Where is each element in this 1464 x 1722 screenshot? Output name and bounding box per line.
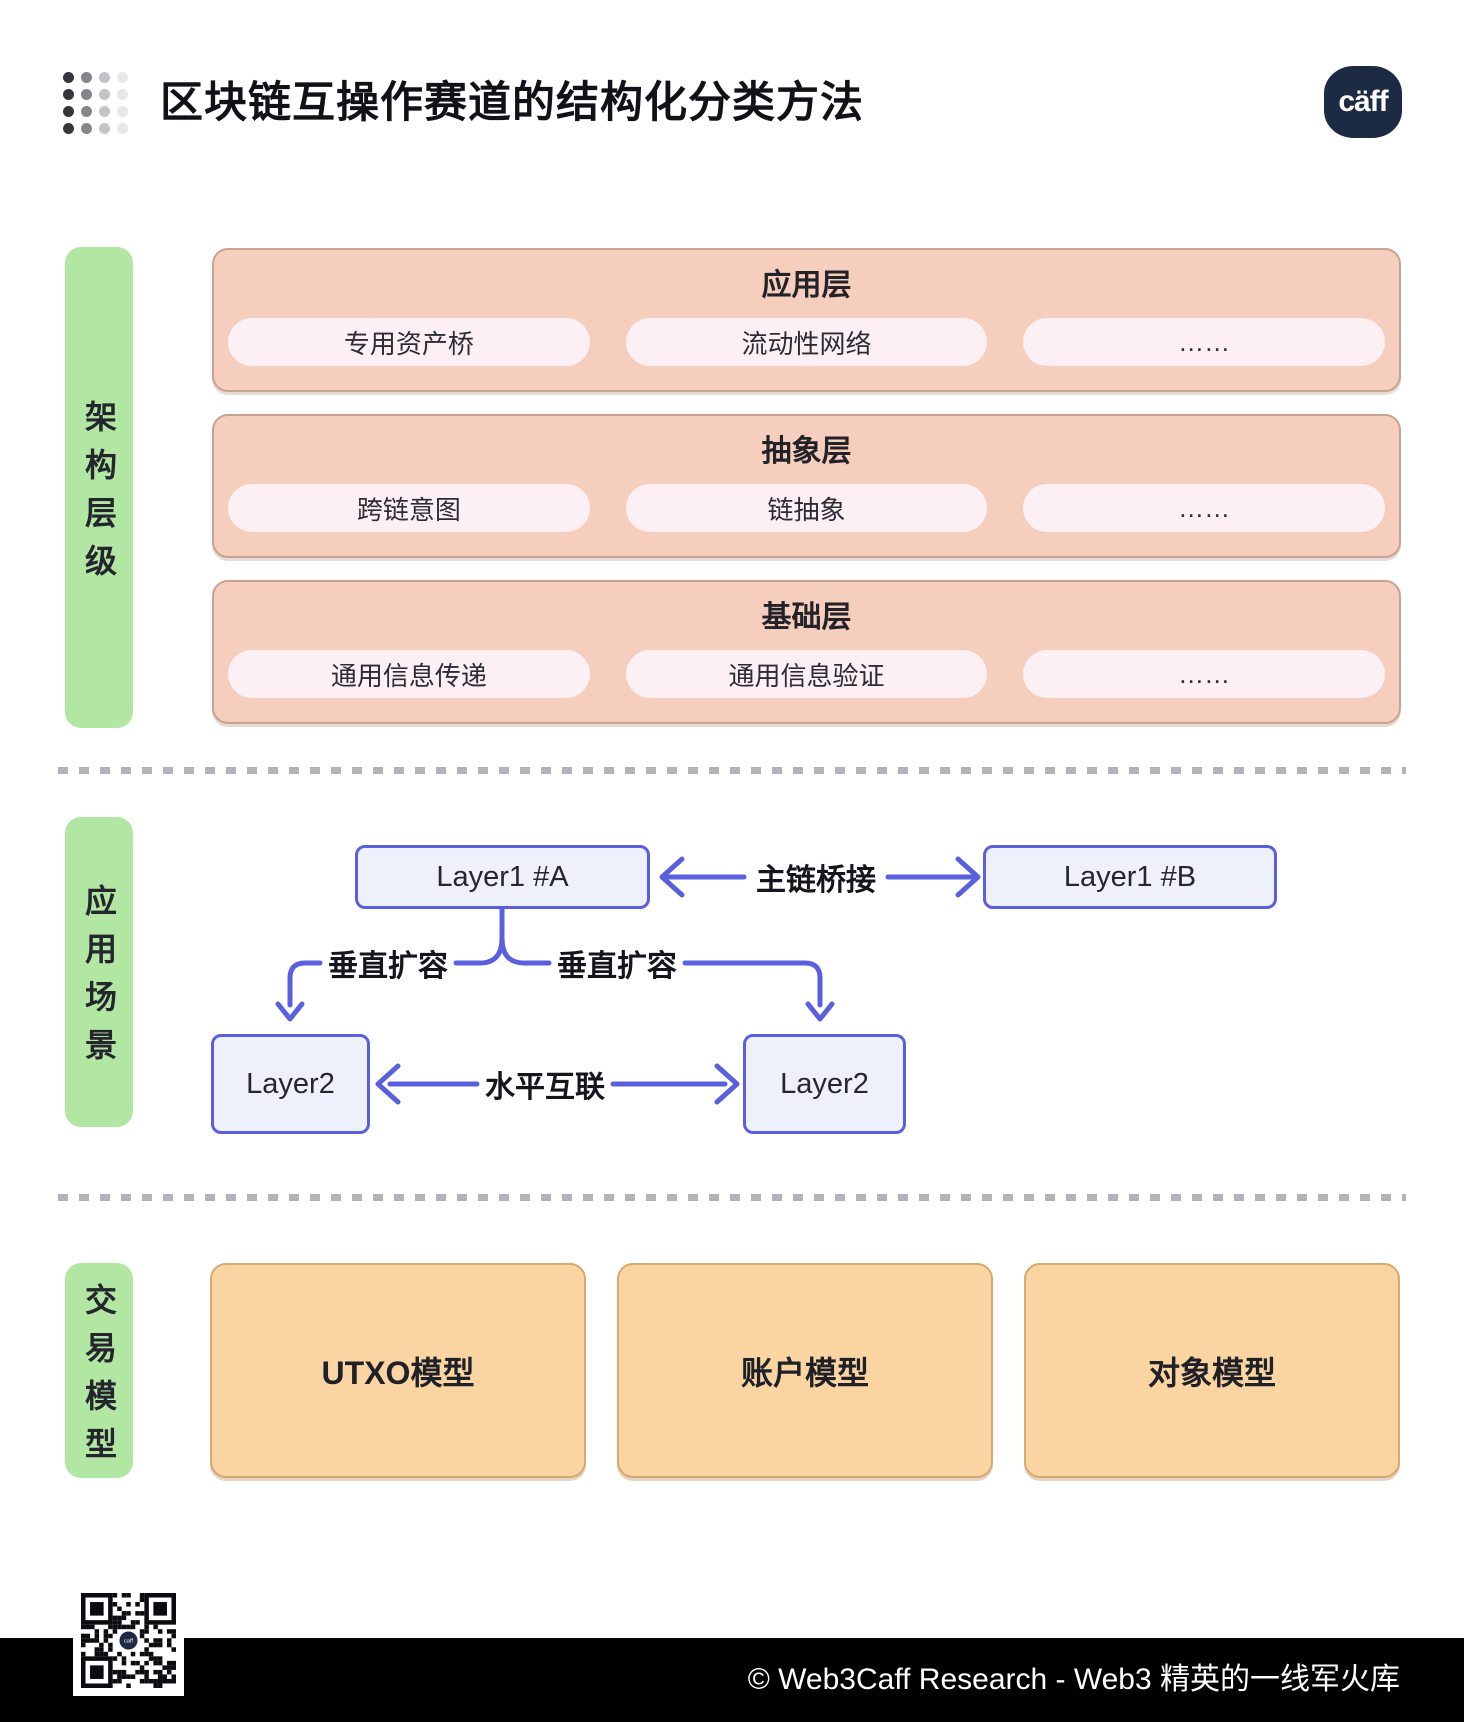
node-layer2-left: Layer2 xyxy=(211,1034,370,1134)
pill-item: 流动性网络 xyxy=(625,318,988,366)
section-label-architecture-text: 架构层级 xyxy=(81,399,117,592)
section-label-scenarios-text: 应用场景 xyxy=(81,884,117,1076)
model-box-account: 账户模型 xyxy=(617,1263,993,1478)
edge-label-bridge: 主链桥接 xyxy=(756,864,876,897)
footer-bar: © Web3Caff Research - Web3 精英的一线军火库 xyxy=(0,1638,1464,1722)
caff-logo: cäff xyxy=(1324,66,1402,138)
pill-item: 通用信息传递 xyxy=(228,650,590,698)
pill-item: …… xyxy=(1023,318,1386,366)
edge-label-vertical-left: 垂直扩容 xyxy=(328,950,448,983)
page-title: 区块链互操作赛道的结构化分类方法 xyxy=(160,79,864,127)
decorative-dots-icon xyxy=(63,72,128,134)
layer-title: 基础层 xyxy=(761,601,852,634)
pill-row: 专用资产桥 流动性网络 …… xyxy=(214,318,1399,366)
edge-label-horizontal: 水平互联 xyxy=(485,1071,605,1104)
section-label-models-text: 交易模型 xyxy=(81,1282,117,1475)
pill-item: 专用资产桥 xyxy=(228,318,590,366)
pill-row: 跨链意图 链抽象 …… xyxy=(214,484,1399,532)
layer-title: 应用层 xyxy=(761,269,852,302)
pill-item: 链抽象 xyxy=(625,484,988,532)
section-label-models: 交易模型 xyxy=(65,1263,133,1478)
layer-box-abstraction: 抽象层 跨链意图 链抽象 …… xyxy=(212,414,1401,558)
node-layer1-a: Layer1 #A xyxy=(355,845,650,909)
node-layer2-right: Layer2 xyxy=(743,1034,906,1134)
pill-item: 跨链意图 xyxy=(228,484,590,532)
pill-row: 通用信息传递 通用信息验证 …… xyxy=(214,650,1399,698)
dashed-divider xyxy=(58,1194,1406,1201)
section-label-scenarios: 应用场景 xyxy=(65,817,133,1127)
model-box-object: 对象模型 xyxy=(1024,1263,1400,1478)
pill-item: 通用信息验证 xyxy=(625,650,988,698)
qr-code: caff xyxy=(73,1585,184,1696)
pill-item: …… xyxy=(1023,650,1386,698)
layer-box-application: 应用层 专用资产桥 流动性网络 …… xyxy=(212,248,1401,392)
dashed-divider xyxy=(58,767,1406,774)
model-box-utxo: UTXO模型 xyxy=(210,1263,586,1478)
pill-item: …… xyxy=(1023,484,1386,532)
svg-text:caff: caff xyxy=(124,1639,133,1645)
node-layer1-b: Layer1 #B xyxy=(983,845,1277,909)
section-label-architecture: 架构层级 xyxy=(65,247,133,728)
footer-copyright: © Web3Caff Research - Web3 精英的一线军火库 xyxy=(747,1663,1400,1696)
layer-box-foundation: 基础层 通用信息传递 通用信息验证 …… xyxy=(212,580,1401,724)
layer-title: 抽象层 xyxy=(761,435,852,468)
edge-label-vertical-right: 垂直扩容 xyxy=(557,950,677,983)
qr-code-pattern: caff xyxy=(81,1593,176,1688)
